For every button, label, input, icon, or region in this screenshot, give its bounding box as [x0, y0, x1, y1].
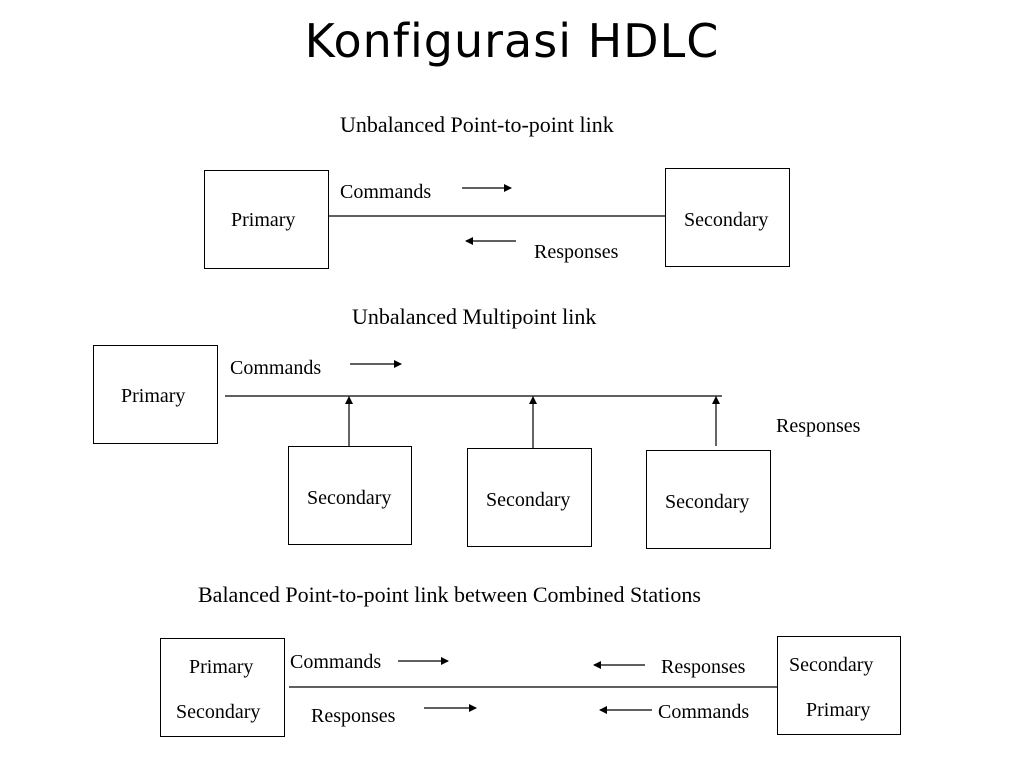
- secondary-label: Secondary: [665, 491, 750, 513]
- right-commands-label: Commands: [658, 701, 750, 723]
- secondary-station-box: [646, 450, 771, 549]
- commands-label: Commands: [230, 357, 322, 379]
- combined-station-box-left: [160, 638, 285, 737]
- section-title-unbalanced-p2p: Unbalanced Point-to-point link: [340, 112, 614, 137]
- secondary-label: Secondary: [307, 487, 392, 509]
- secondary-label: Secondary: [684, 209, 769, 231]
- secondary-station-box: [467, 448, 592, 547]
- right-station-secondary-label: Secondary: [789, 654, 874, 676]
- commands-label: Commands: [340, 181, 432, 203]
- left-responses-label: Responses: [311, 705, 396, 727]
- page-title: Konfigurasi HDLC: [304, 14, 720, 68]
- right-responses-label: Responses: [661, 656, 746, 678]
- left-station-primary-label: Primary: [189, 656, 254, 678]
- right-station-primary-label: Primary: [806, 699, 871, 721]
- combined-station-box-right: [777, 636, 901, 735]
- primary-station-box: [204, 170, 329, 269]
- section-title-unbalanced-multipoint: Unbalanced Multipoint link: [352, 304, 597, 329]
- responses-label: Responses: [534, 241, 619, 263]
- secondary-station-box: [665, 168, 790, 267]
- primary-label: Primary: [231, 209, 296, 231]
- secondary-label: Secondary: [486, 489, 571, 511]
- secondary-station-box: [288, 446, 412, 545]
- primary-station-box: [93, 345, 218, 444]
- section-title-balanced-p2p: Balanced Point-to-point link between Com…: [198, 582, 701, 607]
- left-commands-label: Commands: [290, 651, 382, 673]
- primary-label: Primary: [121, 385, 186, 407]
- left-station-secondary-label: Secondary: [176, 701, 261, 723]
- responses-label: Responses: [776, 415, 861, 437]
